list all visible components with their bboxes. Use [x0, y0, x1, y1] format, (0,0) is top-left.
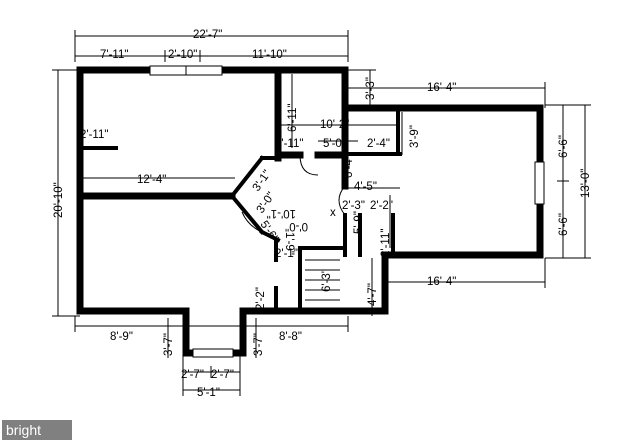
dim-east-upper: 6'-6": [558, 135, 570, 158]
dim-top-left: 7'-11": [100, 49, 128, 61]
dim-bay-right: 3'-7": [253, 333, 265, 356]
dim-bump-top: 3'-3": [365, 77, 377, 100]
dim-2-2-lower: 2'-2": [255, 287, 267, 310]
dimension-labels: 22'-7" 7'-11" 2'-10" 11'-10" 20'-10" 3'-…: [53, 29, 592, 399]
dim-top-right: 11'-10": [252, 49, 287, 61]
windows: [149, 65, 545, 358]
dim-left-height: 20'-10": [53, 182, 65, 218]
dim-east-bottom: 16'-4": [427, 276, 456, 288]
dim-stair-6-3: 6'-3": [321, 269, 333, 292]
dim-bay-left: 3'-7": [163, 333, 175, 356]
dim-hall-2-3: 2'-3": [342, 200, 365, 212]
dim-4-7: 4'-7": [367, 283, 379, 306]
dim-bay-half-left: 2'-7": [181, 369, 204, 381]
dim-top-mid: 2'-10": [168, 49, 197, 61]
dim-2-11: 2'-11": [380, 229, 392, 257]
walls: [76, 66, 544, 357]
watermark-logo: bright: [2, 420, 72, 440]
dim-east-lower: 6'-6": [558, 213, 570, 236]
dim-bay-total: 5'-1": [197, 387, 220, 399]
dim-east-top: 16'-4": [427, 82, 456, 94]
dim-hall-2-2: 2'-2": [370, 200, 393, 212]
dim-closet-height: 6'-11": [287, 104, 299, 132]
dim-door-left: 2'-11": [275, 138, 303, 150]
dim-x-label: x: [330, 207, 336, 219]
window-east: [534, 161, 545, 205]
dim-vert-6-4: 6'-4": [343, 155, 355, 178]
dim-room-width: 12'-4": [137, 174, 166, 186]
dim-hall-small: 2'-4": [367, 138, 390, 150]
dim-room-10: 10'-1": [267, 207, 296, 219]
dim-diag-a: 3'-1": [251, 168, 274, 194]
window-bay: [192, 348, 234, 358]
dim-overall-width: 22'-7": [193, 29, 222, 41]
dim-bottom-right: 8'-8": [279, 331, 302, 343]
dim-left-closet: 2'-11": [80, 129, 108, 141]
dim-hall-4-5: 4'-5": [354, 181, 377, 193]
dim-5-9: 5'-9": [353, 211, 365, 234]
dim-zero: 0'-0": [285, 220, 308, 232]
dim-bottom-left: 8'-9": [110, 331, 133, 343]
dim-hall-vert: 3'-9": [409, 125, 421, 148]
dim-east-height: 13'-0": [580, 169, 592, 198]
dim-bay-half-right: 2'-7": [211, 369, 234, 381]
dim-hall-width: 10'-2": [320, 119, 349, 131]
dim-2-1: 2'-1": [275, 248, 298, 260]
dim-1-9: 1'-9": [283, 232, 295, 255]
dim-hall-mid: 5'-0": [323, 138, 346, 150]
